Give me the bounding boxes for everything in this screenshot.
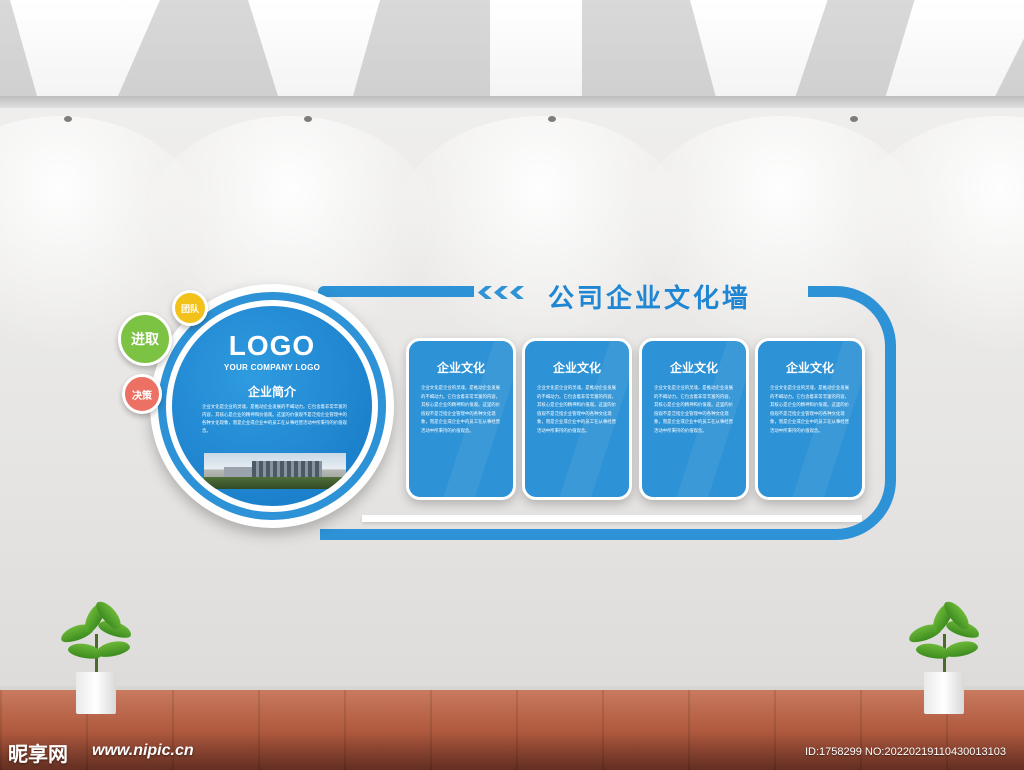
watermark-bar	[0, 732, 1024, 770]
potted-plant-left	[52, 597, 142, 714]
spotlight-fixture	[850, 116, 858, 122]
watermark-id: ID:1758299 NO:20220219110430013103	[804, 746, 1006, 758]
panel-body: 企业文化是企业的灵魂，是推动企业发展的不竭动力。它包含着非常丰富的内容，其核心是…	[654, 386, 734, 434]
photo-trees	[204, 477, 346, 489]
intro-title: 企业简介	[247, 385, 296, 399]
spotlight-fixture	[548, 116, 556, 122]
frame-white-line	[362, 515, 862, 522]
panel-body: 企业文化是企业的灵魂，是推动企业发展的不竭动力。它包含着非常丰富的内容，其核心是…	[421, 386, 501, 434]
potted-plant-right	[900, 597, 990, 714]
wooden-floor	[0, 690, 1024, 770]
panel-body: 企业文化是企业的灵魂，是推动企业发展的不竭动力。它包含着非常丰富的内容，其核心是…	[770, 386, 850, 434]
culture-panel-2: 企业文化 企业文化是企业的灵魂，是推动企业发展的不竭动力。它包含着非常丰富的内容…	[522, 338, 632, 500]
panel-title: 企业文化	[436, 361, 485, 375]
intro-body: 企业文化是企业的灵魂，是推动企业发展的不竭动力。它包含着非常丰富的内容，其核心是…	[202, 405, 347, 434]
panel-body: 企业文化是企业的灵魂，是推动企业发展的不竭动力。它包含着非常丰富的内容，其核心是…	[537, 386, 617, 434]
photo-building	[252, 461, 322, 481]
watermark-url: www.nipic.cn	[92, 742, 194, 759]
spotlight-fixture	[304, 116, 312, 122]
plant-leaf	[942, 638, 980, 660]
spotlight-fixture	[64, 116, 72, 122]
panel-title: 企业文化	[785, 361, 834, 375]
culture-panel-4: 企业文化 企业文化是企业的灵魂，是推动企业发展的不竭动力。它包含着非常丰富的内容…	[755, 338, 865, 500]
baseboard	[0, 686, 1024, 692]
panel-title: 企业文化	[552, 361, 601, 375]
company-intro-circle: LOGO YOUR COMPANY LOGO 企业简介 企业文化是企业的灵魂，是…	[172, 306, 372, 506]
bubble-progress: 进取	[118, 312, 172, 366]
building-photo	[204, 453, 346, 489]
plant-pot	[76, 672, 116, 714]
wall-title: 公司企业文化墙	[548, 284, 752, 314]
plant-pot	[924, 672, 964, 714]
frame-top-bar	[318, 286, 474, 297]
frame-right-arc	[808, 286, 896, 540]
culture-panel-3: 企业文化 企业文化是企业的灵魂，是推动企业发展的不竭动力。它包含着非常丰富的内容…	[639, 338, 749, 500]
frame-bottom-bar	[320, 529, 820, 540]
bubble-decision: 决策	[122, 374, 162, 414]
watermark-brand: 昵享网	[8, 742, 68, 766]
bubble-label: 进取	[131, 332, 159, 348]
company-logo-subtitle: YOUR COMPANY LOGO	[223, 363, 321, 372]
panel-title: 企业文化	[669, 361, 718, 375]
bubble-team: 团队	[172, 290, 208, 326]
bubble-label: 团队	[180, 304, 199, 315]
culture-panel-1: 企业文化 企业文化是企业的灵魂，是推动企业发展的不竭动力。它包含着非常丰富的内容…	[406, 338, 516, 500]
ceiling-edge	[0, 96, 1024, 110]
bubble-label: 决策	[132, 390, 152, 402]
plant-leaf	[94, 638, 132, 660]
company-logo: LOGO	[228, 330, 316, 361]
ceiling-light-panel	[490, 0, 582, 96]
